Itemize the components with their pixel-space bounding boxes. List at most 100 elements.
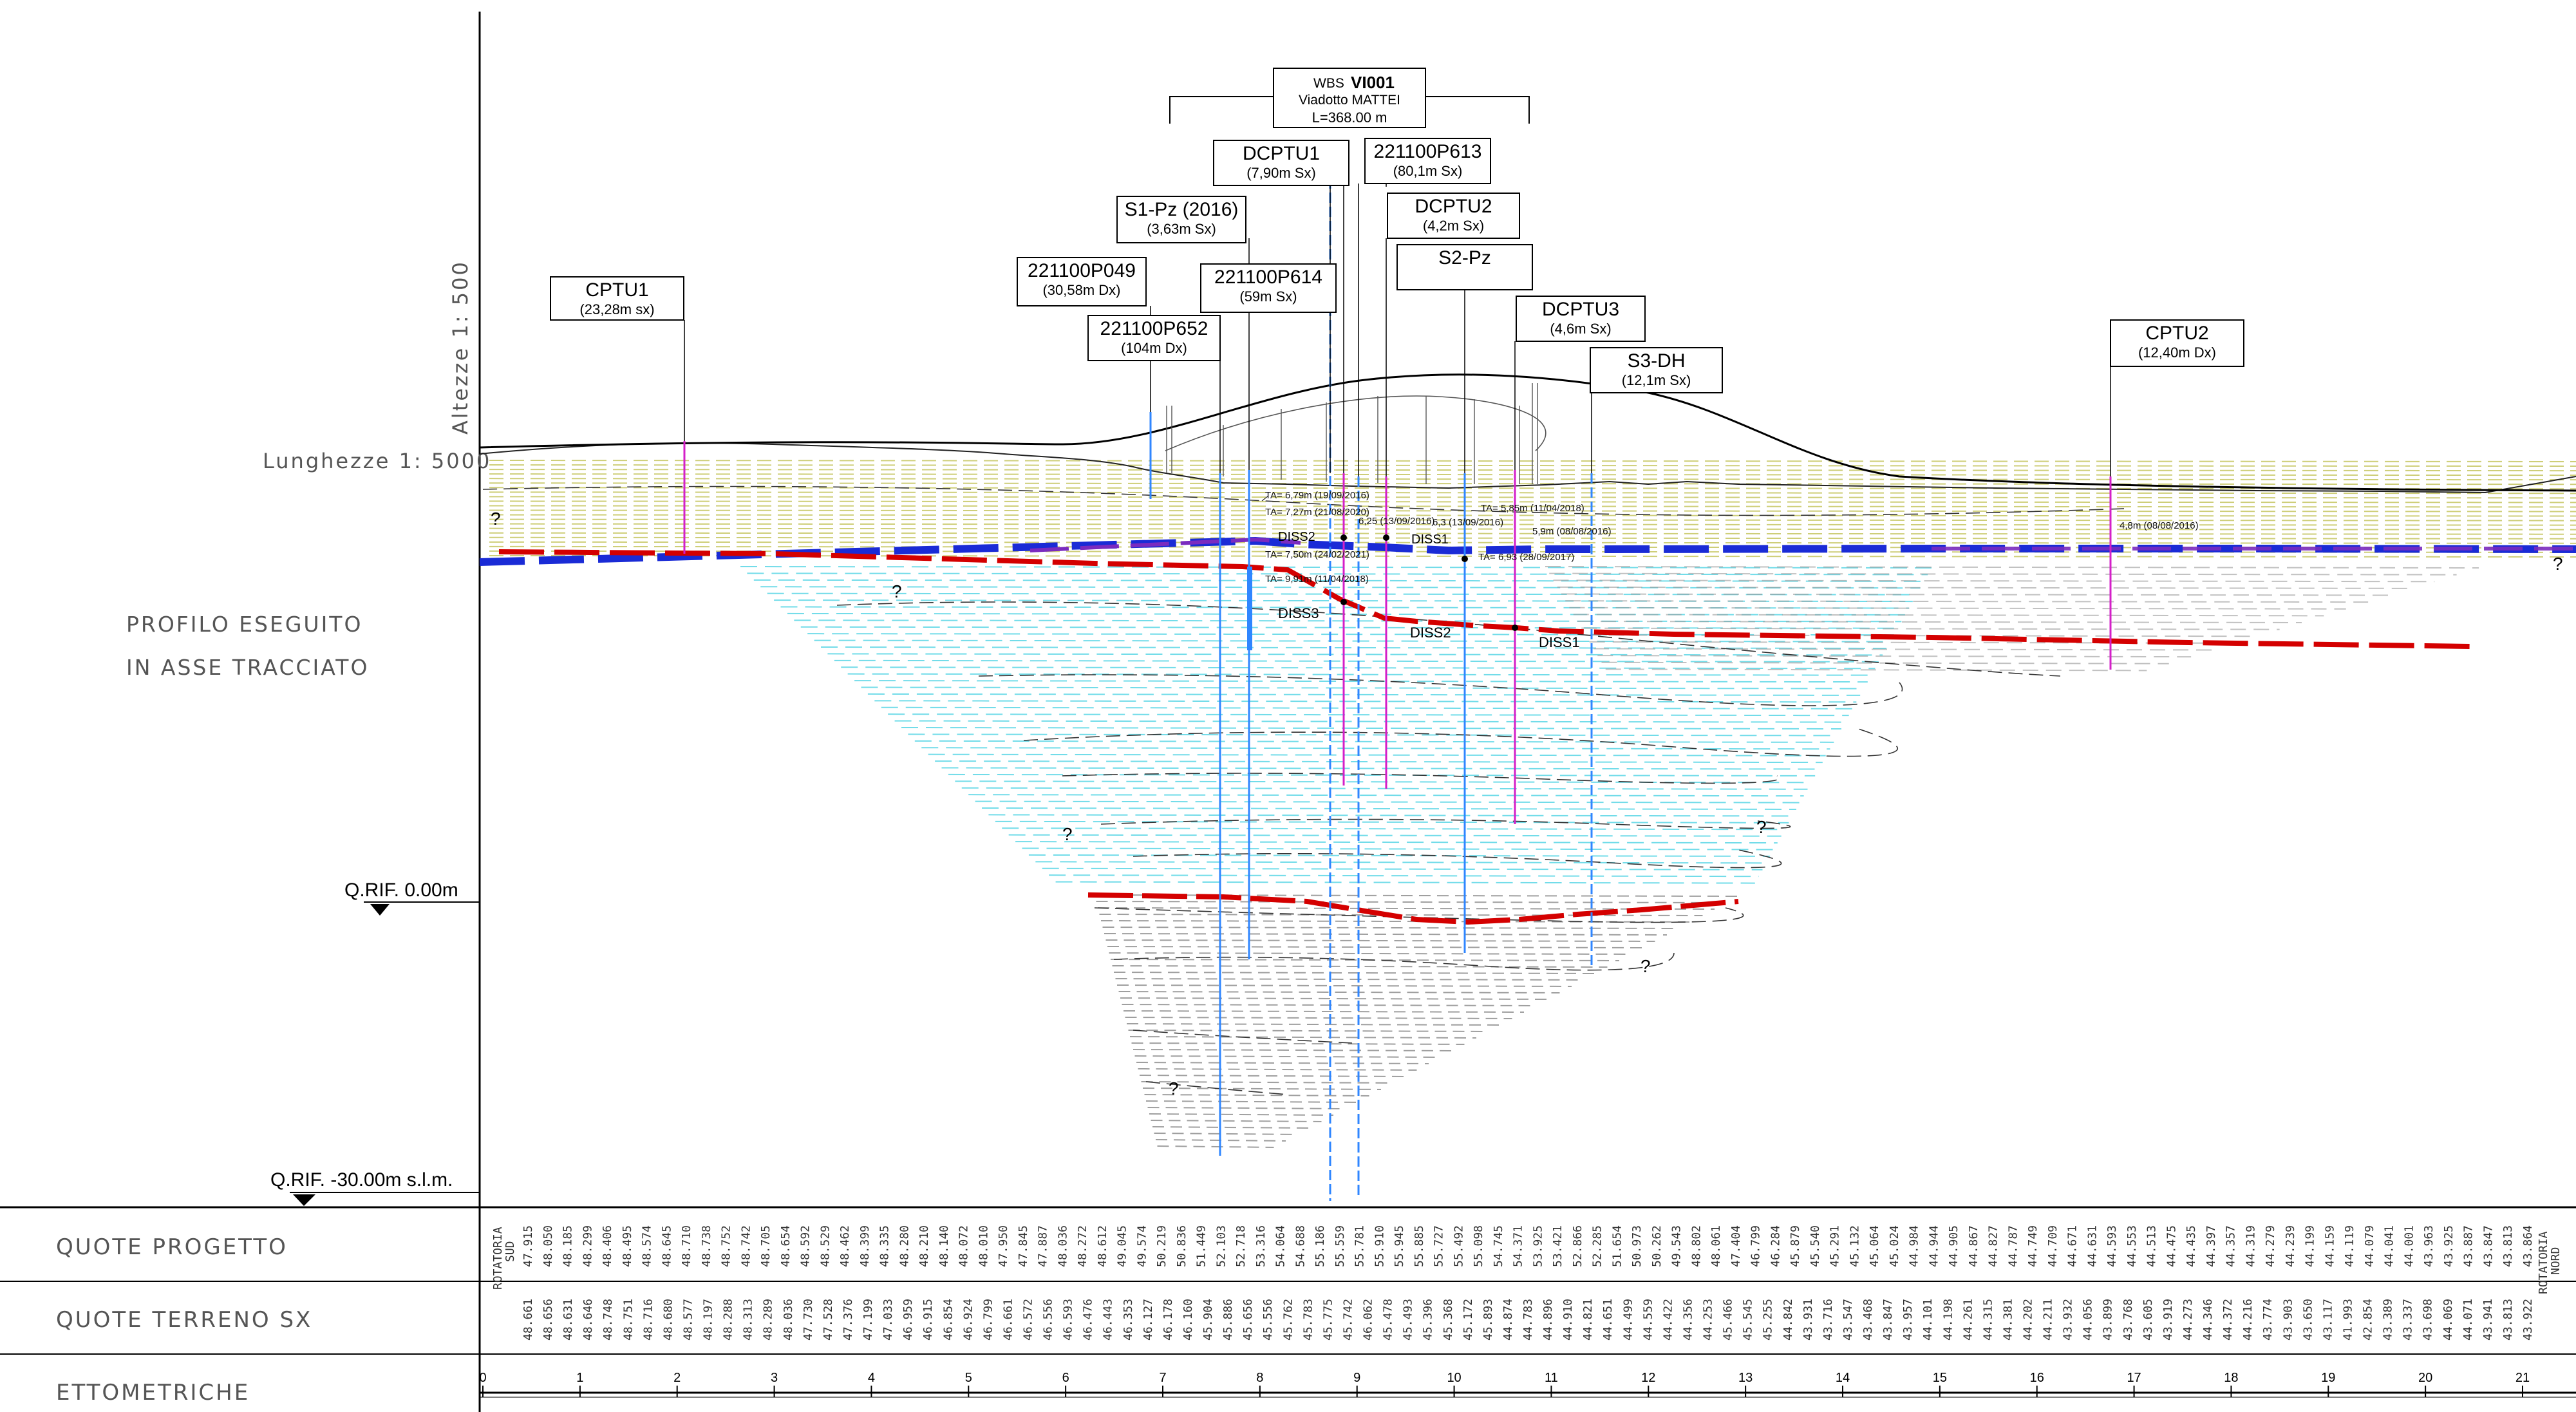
borehole-label-p614: 221100P614(59m Sx) xyxy=(1200,263,1337,313)
progetto_values-value: 48.802 xyxy=(1689,1225,1703,1267)
terreno_values-value: 43.932 xyxy=(2062,1299,2075,1341)
viaduct-deck xyxy=(480,373,2576,492)
progetto_values-value: 53.316 xyxy=(1254,1225,1268,1267)
ta-label-10: 6,3 (13/09/2016) xyxy=(1433,517,1503,528)
terreno_values-value: 47.199 xyxy=(861,1299,875,1341)
terreno_values-value: 44.422 xyxy=(1661,1299,1675,1341)
terreno_values-value: 44.202 xyxy=(2022,1299,2035,1341)
terreno_values-value: 47.376 xyxy=(841,1299,855,1341)
terreno_values-value: 44.896 xyxy=(1541,1299,1555,1341)
terreno_values-value: 48.577 xyxy=(682,1299,695,1341)
ta-label-7: 5,9m (08/08/2016) xyxy=(1532,526,1612,537)
progetto_values-value: 48.752 xyxy=(720,1225,733,1267)
terreno_values-value: 48.313 xyxy=(742,1299,755,1341)
progetto_values-value: 48.280 xyxy=(898,1225,911,1267)
progetto_values-value: 44.001 xyxy=(2403,1225,2416,1267)
wbs-box: WBS VI001 Viadotto MATTEI L=368.00 m xyxy=(1169,68,1530,128)
progetto_values-value: 55.910 xyxy=(1373,1225,1386,1267)
terreno_values-value: 45.396 xyxy=(1422,1299,1435,1341)
terreno_values-value: 46.854 xyxy=(941,1299,955,1341)
question-mark-6: ? xyxy=(1169,1078,1179,1098)
terreno_values-value: 43.768 xyxy=(2121,1299,2135,1341)
etto-label: 10 xyxy=(1447,1371,1461,1385)
progetto_values-value: 55.885 xyxy=(1413,1225,1426,1267)
qrif-minus-label: Q.RIF. -30.00m s.l.m. xyxy=(270,1169,453,1191)
borehole-title: 221100P614 xyxy=(1214,267,1322,288)
terreno_values-value: 45.545 xyxy=(1742,1299,1755,1341)
etto-label: 19 xyxy=(2321,1371,2335,1385)
terreno_values-value: 43.716 xyxy=(1821,1299,1835,1341)
terreno_values-value: 43.919 xyxy=(2161,1299,2175,1341)
progetto_values-value: 48.299 xyxy=(581,1225,594,1267)
terreno_values-value: 46.915 xyxy=(921,1299,935,1341)
water-annotations: TA= 6,79m (19/09/2016) TA= 7,27m (21/08/… xyxy=(491,490,2563,1098)
progetto_values-value: 44.787 xyxy=(2006,1225,2020,1267)
terreno_values-value: 44.253 xyxy=(1702,1299,1715,1341)
water-table-secondary xyxy=(1029,537,1301,552)
terreno_values-value: 44.356 xyxy=(1682,1299,1695,1341)
progetto_values-value: 44.709 xyxy=(2046,1225,2060,1267)
borehole-offset: (7,90m Sx) xyxy=(1246,165,1316,181)
progetto_values-value: 48.406 xyxy=(601,1225,614,1267)
progetto_values-value: 44.041 xyxy=(2383,1225,2396,1267)
progetto_values-value: 44.827 xyxy=(1987,1225,2000,1267)
terreno_values-value: 47.033 xyxy=(881,1299,895,1341)
etto-label: 15 xyxy=(1933,1371,1947,1385)
progetto_values-value: 48.495 xyxy=(621,1225,634,1267)
borehole-title: S2-Pz xyxy=(1438,247,1491,268)
progetto_values-value: 48.272 xyxy=(1076,1225,1089,1267)
progetto_values-value: 44.749 xyxy=(2026,1225,2040,1267)
terreno_values-value: 46.959 xyxy=(901,1299,915,1341)
rot-sud-line1: ROTATORIA xyxy=(491,1227,505,1290)
etto-label: 5 xyxy=(965,1371,972,1385)
progetto_values-value: 55.727 xyxy=(1433,1225,1446,1267)
borehole-label-dcptu2: DCPTU2(4,2m Sx) xyxy=(1387,193,1520,239)
progetto_values-value: 45.064 xyxy=(1868,1225,1881,1267)
terreno_values-value: 48.748 xyxy=(601,1299,615,1341)
ta-label-6: TA= 6,93 (28/09/2017) xyxy=(1478,552,1574,563)
progetto_values-value: 43.887 xyxy=(2462,1225,2476,1267)
progetto_values-value: 48.185 xyxy=(561,1225,575,1267)
progetto_values-value: 45.024 xyxy=(1888,1225,1901,1267)
etto-label: 20 xyxy=(2418,1371,2432,1385)
terreno_values-value: 47.528 xyxy=(822,1299,835,1341)
terreno_values-value: 48.646 xyxy=(581,1299,595,1341)
borehole-label-cptu2: CPTU2(12,40m Dx) xyxy=(2110,319,2244,367)
terreno_values-value: 43.899 xyxy=(2101,1299,2115,1341)
borehole-title: DCPTU1 xyxy=(1243,143,1320,164)
interface-upper-red xyxy=(498,549,2473,649)
ta-label-1: TA= 6,79m (19/09/2016) xyxy=(1265,490,1369,501)
terreno_values-value: 43.468 xyxy=(1861,1299,1875,1341)
etto-label: 6 xyxy=(1062,1371,1069,1385)
terreno_values-value: 44.910 xyxy=(1561,1299,1575,1341)
progetto_values-value: 48.654 xyxy=(779,1225,793,1267)
profile-title-line2: IN ASSE TRACCIATO xyxy=(126,655,369,680)
question-mark-5: ? xyxy=(1641,956,1651,976)
progetto_values-value: 44.319 xyxy=(2244,1225,2258,1267)
terreno_values-value: 48.631 xyxy=(561,1299,575,1341)
etto-label: 0 xyxy=(479,1371,486,1385)
progetto_values-value: 44.119 xyxy=(2343,1225,2356,1267)
borehole-label-s3dh: S3-DH(12,1m Sx) xyxy=(1590,347,1723,393)
progetto_values-value: 48.010 xyxy=(977,1225,990,1267)
progetto_values-value: 54.745 xyxy=(1492,1225,1505,1267)
terreno_values-value: 42.854 xyxy=(2362,1299,2375,1341)
borehole-title: DCPTU2 xyxy=(1415,196,1492,217)
progetto_values-value: 48.710 xyxy=(680,1225,693,1267)
progetto_values-value: 44.984 xyxy=(1908,1225,1921,1267)
terreno_values-value: 45.478 xyxy=(1382,1299,1395,1341)
terreno_values-value: 44.261 xyxy=(1961,1299,1975,1341)
terreno_values-value: 44.198 xyxy=(1941,1299,1955,1341)
terreno_values-value: 44.211 xyxy=(2042,1299,2055,1341)
scale-lengths-label: Lunghezze 1: 5000 xyxy=(263,449,491,473)
terreno_values-value: 45.775 xyxy=(1321,1299,1335,1341)
terreno_values-value: 48.197 xyxy=(702,1299,715,1341)
terreno_values-value: 46.353 xyxy=(1122,1299,1135,1341)
borehole-title: CPTU2 xyxy=(2145,323,2208,344)
rot-sud-line2: SUD xyxy=(503,1241,517,1262)
progetto_values-value: 47.950 xyxy=(997,1225,1010,1267)
progetto_values-value: 51.449 xyxy=(1195,1225,1208,1267)
progetto_values-value: 43.847 xyxy=(2482,1225,2496,1267)
borehole-offset: (80,1m Sx) xyxy=(1393,163,1463,179)
